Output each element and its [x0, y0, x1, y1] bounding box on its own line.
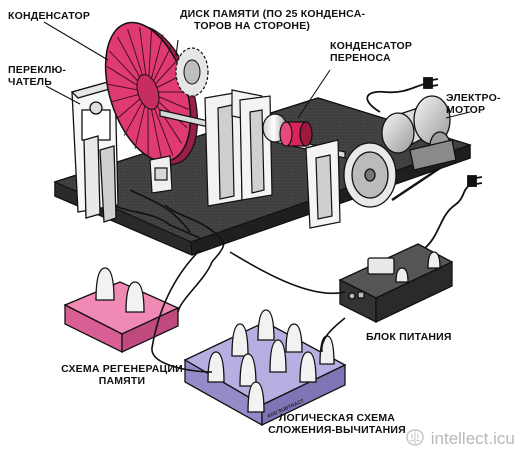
power-supply-label-text: БЛОК ПИТАНИЯ [366, 331, 452, 343]
transfer-capacitor-label-line1: КОНДЕНСАТОР [330, 40, 413, 52]
leader-lines [43, 21, 471, 119]
watermark: intellect.icu [404, 428, 515, 449]
bearing-stand-3 [305, 139, 341, 229]
power-supply-label: БЛОК ПИТАНИЯ [366, 331, 452, 343]
memory-disk-label-line2: ТОРОВ НА СТОРОНЕ) [194, 20, 311, 32]
switch-label: ПЕРЕКЛЮ- ЧАТЕЛЬ [8, 64, 66, 88]
motor-cord [366, 77, 439, 113]
regeneration-box [63, 267, 180, 354]
electric-motor [381, 95, 457, 171]
logic-label-line1: ЛОГИЧЕСКАЯ СХЕМА [278, 412, 396, 424]
regeneration-label-line1: СХЕМА РЕГЕНЕРАЦИИ [61, 363, 183, 375]
small-cap-holder [149, 155, 173, 194]
switch-label-line2: ЧАТЕЛЬ [8, 76, 52, 88]
pulley-wheel [343, 128, 441, 208]
bearing-stand-2 [239, 95, 273, 201]
switch-label-line1: ПЕРЕКЛЮ- [8, 64, 67, 76]
brain-icon [406, 429, 424, 446]
capacitor-label: КОНДЕНСАТОР [8, 10, 90, 22]
drive-gear [175, 47, 209, 97]
motor-label-line2: МОТОР [446, 104, 486, 116]
motor-label: ЭЛЕКТРО- МОТОР [446, 92, 501, 116]
logic-label-line2: СЛОЖЕНИЯ-ВЫЧИТАНИЯ [268, 424, 406, 436]
transfer-capacitor [262, 113, 313, 147]
regeneration-label-line2: ПАМЯТИ [98, 375, 146, 387]
memory-disk-label: ДИСК ПАМЯТИ (ПО 25 КОНДЕНСА- ТОРОВ НА СТ… [180, 8, 365, 32]
transfer-capacitor-label: КОНДЕНСАТОР ПЕРЕНОСА [330, 40, 412, 64]
watermark-text: intellect.icu [430, 429, 515, 448]
switch-frame [70, 79, 122, 223]
logic-label: ЛОГИЧЕСКАЯ СХЕМА СЛОЖЕНИЯ-ВЫЧИТАНИЯ [262, 412, 412, 436]
motor-label-line1: ЭЛЕКТРО- [446, 92, 501, 104]
interconnect-wires [151, 249, 346, 373]
capacitor-label-text: КОНДЕНСАТОР [8, 10, 91, 22]
memory-disk [104, 21, 199, 166]
regeneration-label: СХЕМА РЕГЕНЕРАЦИИ ПАМЯТИ [52, 363, 192, 387]
power-cord [424, 175, 483, 249]
memory-disk-label-line1: ДИСК ПАМЯТИ (ПО 25 КОНДЕНСА- [180, 8, 366, 20]
power-supply [338, 243, 454, 324]
transfer-capacitor-label-line2: ПЕРЕНОСА [330, 52, 391, 64]
logic-box [183, 309, 347, 427]
